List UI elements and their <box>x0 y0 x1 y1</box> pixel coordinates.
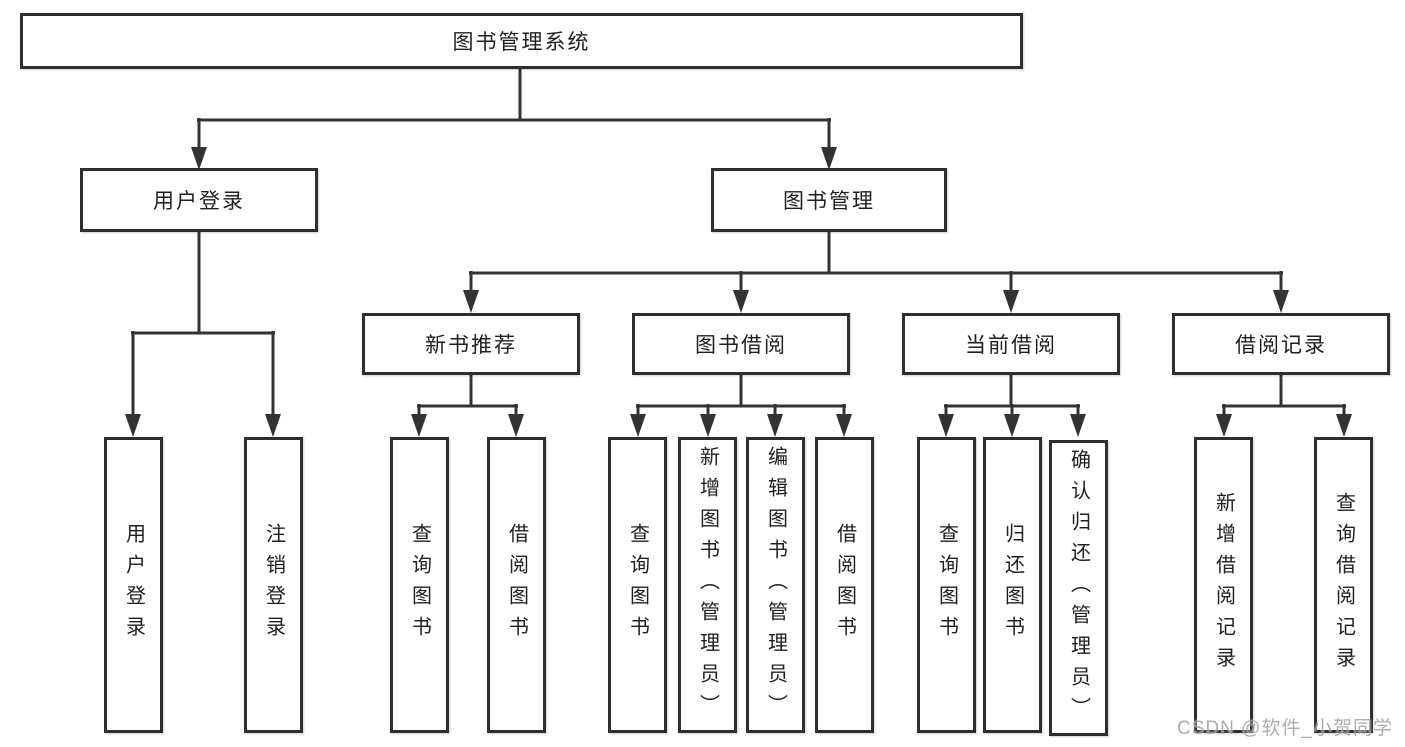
node-bb-edit-books-admin: 编辑图书（管理员） <box>746 437 805 733</box>
node-root: 图书管理系统 <box>20 13 1023 69</box>
arrow-to-cb-query-books <box>938 414 954 437</box>
arrow-to-bb-edit-books <box>767 414 783 437</box>
arrow-to-book-management <box>821 147 837 170</box>
node-book-borrowing: 图书借阅 <box>632 313 850 375</box>
csdn-watermark: CSDN @软件_小贺同学 <box>1177 718 1393 739</box>
arrow-to-user-login <box>191 147 207 170</box>
node-bb-add-books-admin: 新增图书（管理员） <box>678 437 737 733</box>
connector-records-to-children <box>1216 375 1352 437</box>
arrow-to-new-book-recommendation <box>463 290 479 313</box>
arrow-to-cb-return-books <box>1004 414 1020 437</box>
arrow-to-bb-borrow-books <box>836 414 852 437</box>
connector-current-borrowing-to-children <box>938 375 1086 437</box>
connector-new-book-to-children <box>411 375 524 437</box>
node-new-book-recommendation: 新书推荐 <box>362 313 580 375</box>
node-borrowing-records: 借阅记录 <box>1172 313 1390 375</box>
node-bb-query-books: 查询图书 <box>608 437 667 733</box>
arrow-to-borrowing-records <box>1273 290 1289 313</box>
node-br-query-record: 查询借阅记录 <box>1314 437 1373 733</box>
node-cb-query-books: 查询图书 <box>917 437 976 733</box>
node-cb-confirm-return-admin: 确认归还（管理员） <box>1049 440 1108 736</box>
node-br-add-record: 新增借阅记录 <box>1194 437 1253 733</box>
arrow-to-logout <box>265 414 281 437</box>
node-user-login-leaf: 用户登录 <box>104 437 163 733</box>
node-cb-return-books: 归还图书 <box>983 437 1042 733</box>
node-book-management: 图书管理 <box>711 168 947 232</box>
arrow-to-current-borrowing <box>1003 290 1019 313</box>
arrow-to-bb-add-books <box>700 414 716 437</box>
node-nbr-borrow-books: 借阅图书 <box>487 437 546 733</box>
arrow-to-cb-confirm-return <box>1070 414 1086 437</box>
connector-user-login-to-children <box>125 232 281 437</box>
node-user-login: 用户登录 <box>80 168 318 232</box>
arrow-to-nbr-query-books <box>411 414 427 437</box>
arrow-to-bb-query-books <box>630 414 646 437</box>
node-logout: 注销登录 <box>244 437 303 733</box>
connector-book-management-to-level3 <box>463 232 1289 313</box>
arrow-to-br-add-record <box>1216 414 1232 437</box>
connector-root-to-level2 <box>191 69 837 170</box>
node-nbr-query-books: 查询图书 <box>390 437 449 733</box>
arrow-to-user-login-leaf <box>125 414 141 437</box>
arrow-to-nbr-borrow-books <box>508 414 524 437</box>
arrow-to-br-query-record <box>1336 414 1352 437</box>
node-bb-borrow-books: 借阅图书 <box>815 437 874 733</box>
arrow-to-book-borrowing <box>733 290 749 313</box>
node-current-borrowing: 当前借阅 <box>902 313 1120 375</box>
connector-book-borrowing-to-children <box>630 375 852 437</box>
